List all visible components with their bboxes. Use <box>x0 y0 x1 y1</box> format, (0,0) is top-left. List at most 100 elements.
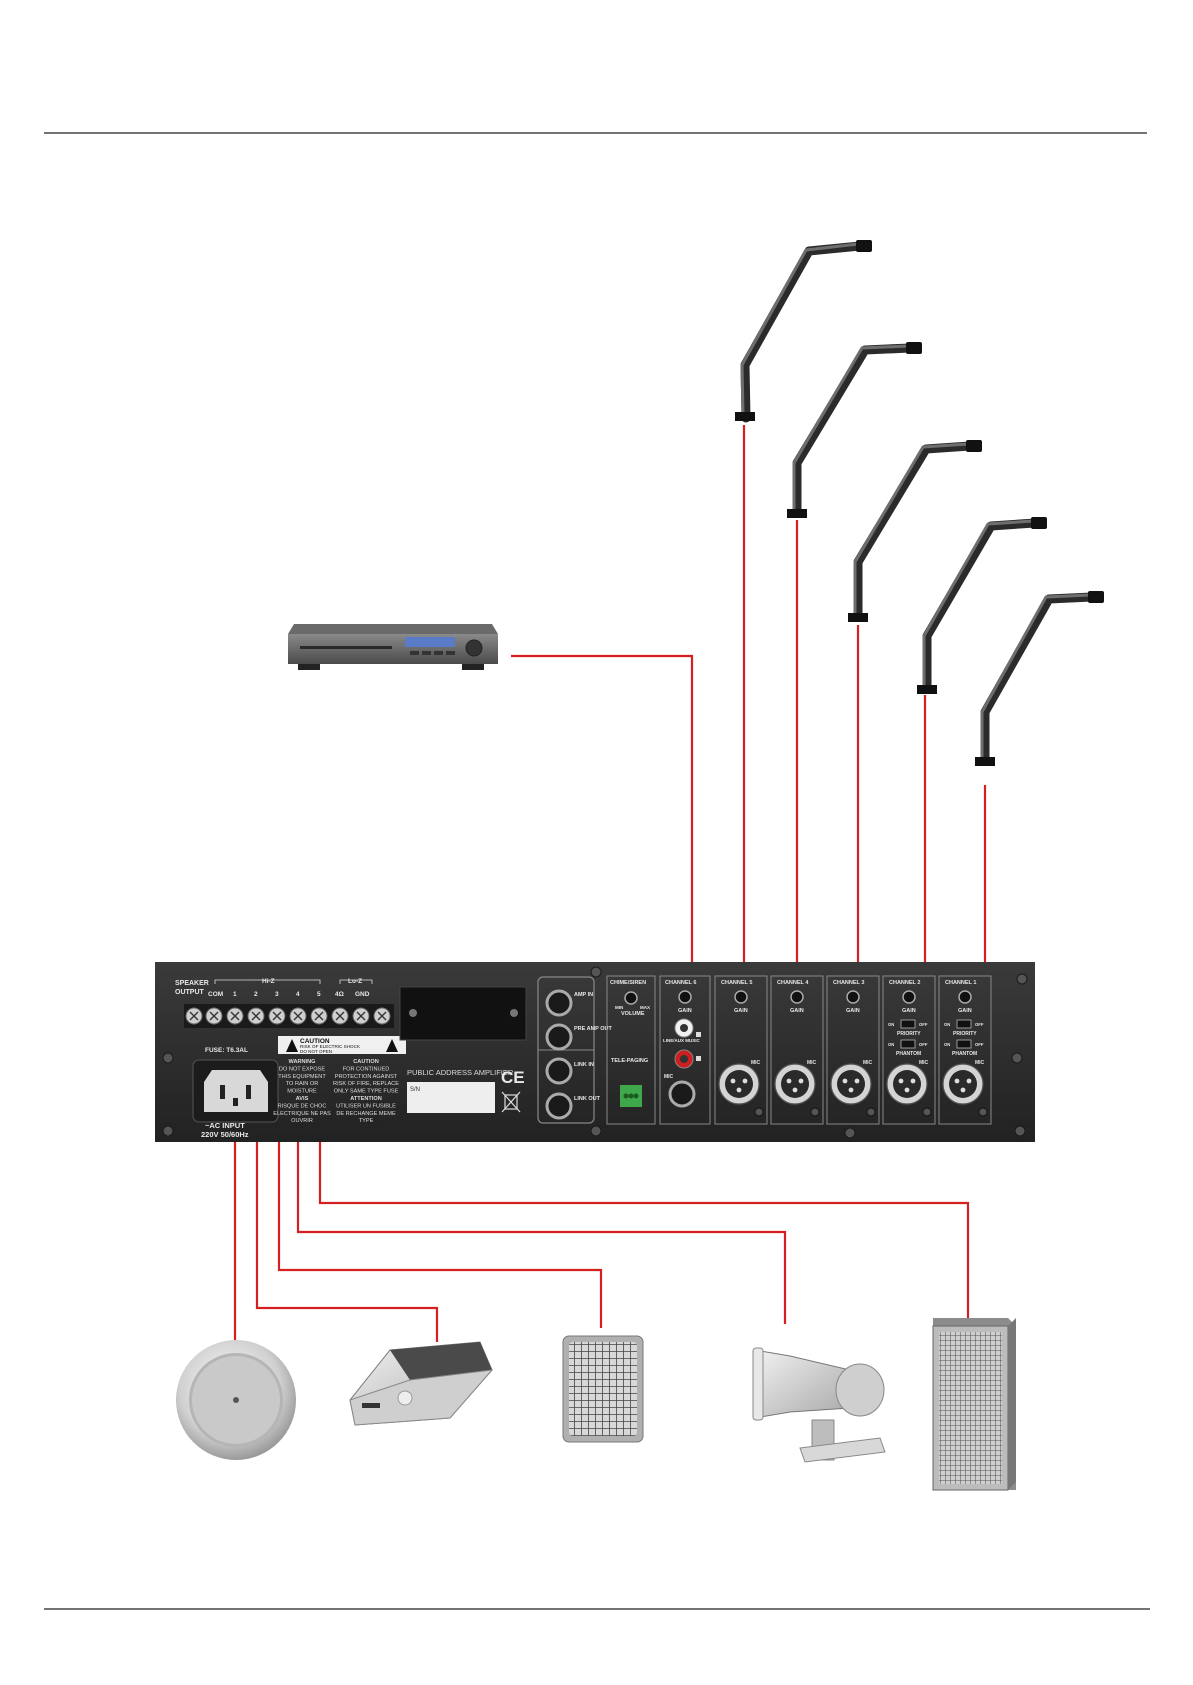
svg-text:PHANTOM: PHANTOM <box>952 1051 977 1057</box>
gooseneck-microphone-icon <box>917 517 1047 694</box>
gooseneck-microphone-icon <box>787 342 922 518</box>
channel-strip: CHANNEL 3 GAIN MIC <box>826 975 880 1125</box>
ceiling-speaker-icon <box>176 1340 296 1460</box>
svg-text:WARNING: WARNING <box>288 1059 315 1065</box>
svg-text:VOLUME: VOLUME <box>621 1011 645 1017</box>
svg-text:ONLY SAME TYPE FUSE: ONLY SAME TYPE FUSE <box>334 1089 399 1095</box>
cd-player-icon <box>288 624 498 670</box>
amp-in-label: AMP IN <box>574 992 593 998</box>
link-in-label: LINK IN <box>574 1062 594 1068</box>
horn-speaker-icon <box>752 1347 886 1463</box>
svg-text:PRIORITY: PRIORITY <box>953 1031 977 1037</box>
svg-text:GAIN: GAIN <box>846 1008 860 1014</box>
svg-text:TO RAIN OR: TO RAIN OR <box>286 1081 319 1087</box>
svg-text:MOISTURE: MOISTURE <box>287 1089 317 1095</box>
hiz-label: Hi-Z <box>262 978 275 985</box>
terminal-screw <box>331 1007 349 1025</box>
pre-amp-out-label: PRE AMP OUT <box>574 1026 613 1032</box>
wire-cd-to-channel6 <box>511 654 694 995</box>
svg-text:MIN: MIN <box>615 1005 623 1010</box>
svg-text:1: 1 <box>233 991 237 998</box>
fuse-label: FUSE: T6.3AL <box>205 1047 248 1054</box>
wire-wall-speaker <box>277 1040 603 1328</box>
svg-text:OFF: OFF <box>919 1022 928 1027</box>
svg-text:MIC: MIC <box>751 1060 761 1066</box>
svg-text:MIC: MIC <box>863 1060 873 1066</box>
chime-title: CHIME/SIREN <box>610 980 646 986</box>
svg-text:MIC: MIC <box>807 1060 817 1066</box>
gooseneck-microphone-icon <box>735 240 872 423</box>
svg-text:FOR CONTINUED: FOR CONTINUED <box>343 1066 390 1072</box>
svg-text:OUVRIR: OUVRIR <box>291 1118 313 1124</box>
channel-strip: CHANNEL 5 GAIN MIC <box>714 975 768 1125</box>
terminal-screw <box>205 1007 223 1025</box>
wall-speaker-icon <box>562 1335 644 1443</box>
svg-text:GAIN: GAIN <box>790 1008 804 1014</box>
svg-text:CHANNEL 2: CHANNEL 2 <box>889 980 920 986</box>
gain-knob[interactable] <box>902 990 916 1004</box>
svg-text:CHANNEL 5: CHANNEL 5 <box>721 980 752 986</box>
power-inlet-icon <box>192 1059 279 1123</box>
svg-text:DO NOT EXPOSE: DO NOT EXPOSE <box>279 1066 325 1072</box>
amplifier-rear-panel: SPEAKER OUTPUT Hi-Z Lo-Z COM 1 2 3 4 5 4… <box>155 962 1035 1142</box>
svg-text:GAIN: GAIN <box>734 1008 748 1014</box>
column-speaker-icon <box>932 1318 1016 1491</box>
svg-text:AVIS: AVIS <box>296 1096 309 1102</box>
speaker-output-title-2: OUTPUT <box>175 989 205 996</box>
svg-text:3: 3 <box>275 991 279 998</box>
channel-strip: CHANNEL 4 GAIN MIC <box>770 975 824 1125</box>
caution-label: CAUTION RISK OF ELECTRIC SHOCK DO NOT OP… <box>278 1036 406 1054</box>
svg-text:OFF: OFF <box>919 1042 928 1047</box>
telepaging-label: TELE-PAGING <box>611 1058 648 1064</box>
svg-text:CHANNEL 3: CHANNEL 3 <box>833 980 864 986</box>
svg-text:GAIN: GAIN <box>958 1008 972 1014</box>
svg-text:ON: ON <box>944 1022 950 1027</box>
terminal-screw <box>268 1007 286 1025</box>
product-label: PUBLIC ADDRESS AMPLIFIER <box>407 1068 514 1077</box>
terminal-screw <box>352 1007 370 1025</box>
gain-knob[interactable] <box>958 990 972 1004</box>
ac-input-label: ~AC INPUT <box>205 1121 245 1130</box>
svg-text:ATTENTION: ATTENTION <box>350 1096 382 1102</box>
svg-text:MIC: MIC <box>975 1060 985 1066</box>
terminal-screw <box>310 1007 328 1025</box>
ac-spec-label: 220V 50/60Hz <box>201 1130 249 1139</box>
terminal-screw <box>185 1007 203 1025</box>
svg-text:COM: COM <box>208 991 223 998</box>
svg-text:ON: ON <box>888 1022 894 1027</box>
svg-text:4: 4 <box>296 991 300 998</box>
svg-text:RISK OF ELECTRIC SHOCK: RISK OF ELECTRIC SHOCK <box>300 1044 361 1049</box>
svg-text:MIC: MIC <box>664 1074 674 1080</box>
svg-text:PRIORITY: PRIORITY <box>897 1031 921 1037</box>
terminal-labels: COM 1 2 3 4 5 4Ω GND <box>208 991 370 998</box>
svg-text:OFF: OFF <box>975 1042 984 1047</box>
svg-text:TYPE: TYPE <box>359 1118 374 1124</box>
svg-text:RISQUE DE CHOC: RISQUE DE CHOC <box>278 1103 327 1109</box>
svg-text:CAUTION: CAUTION <box>353 1059 378 1065</box>
jack-sockets <box>545 989 573 1120</box>
gain-knob[interactable] <box>734 990 748 1004</box>
svg-text:PROTECTION AGAINST: PROTECTION AGAINST <box>335 1074 398 1080</box>
svg-text:CAUTION: CAUTION <box>300 1038 330 1045</box>
svg-text:MIC: MIC <box>919 1060 929 1066</box>
weee-bin-icon <box>501 1091 521 1113</box>
svg-text:THIS EQUIPMENT: THIS EQUIPMENT <box>278 1074 326 1080</box>
gain-knob[interactable] <box>846 990 860 1004</box>
svg-text:CHANNEL 4: CHANNEL 4 <box>777 980 809 986</box>
speaker-terminal-strip <box>185 1007 391 1025</box>
gain-knob[interactable] <box>790 990 804 1004</box>
speaker-output-title: SPEAKER <box>175 980 209 987</box>
terminal-screw <box>289 1007 307 1025</box>
svg-text:DE RECHANGE MEME: DE RECHANGE MEME <box>336 1111 396 1117</box>
svg-text:GAIN: GAIN <box>678 1008 692 1014</box>
svg-text:ON: ON <box>888 1042 894 1047</box>
svg-text:GND: GND <box>355 991 370 998</box>
gooseneck-microphone-icon <box>848 440 982 622</box>
svg-text:CHANNEL 1: CHANNEL 1 <box>945 980 976 986</box>
terminal-screw <box>247 1007 265 1025</box>
